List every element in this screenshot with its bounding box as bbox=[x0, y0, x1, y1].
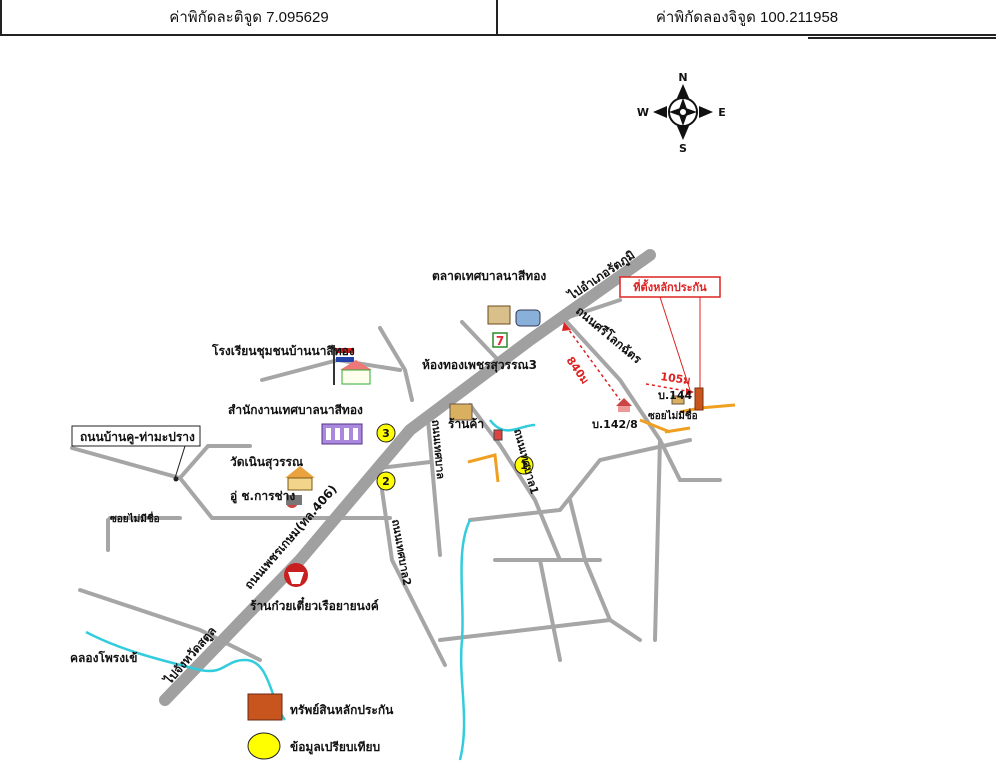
legend-collateral-label: ทรัพย์สินหลักประกัน bbox=[290, 703, 394, 717]
road-branch-label-box bbox=[71, 425, 201, 447]
longitude-cell: ค่าพิกัดลองจิจูด 100.211958 bbox=[498, 0, 996, 36]
temple-icon bbox=[285, 466, 315, 491]
distance-105-label: 105ม bbox=[660, 370, 692, 387]
table-border-extension bbox=[808, 37, 996, 39]
market-label: ตลาดเทศบาลนาสีทอง bbox=[432, 269, 546, 283]
gold-shop-label: ห้องทองเพชรสุวรรณ3 bbox=[422, 358, 537, 373]
road-branch-leader bbox=[174, 445, 186, 479]
noodle-shop-icon bbox=[284, 563, 308, 587]
road-sri-label: ถนนศรีโลกฉัตร bbox=[573, 303, 645, 367]
collateral-location-label: ที่ตั้งหลักประกัน bbox=[633, 279, 707, 294]
road-network bbox=[70, 298, 722, 667]
gold-shop-icon bbox=[449, 403, 473, 421]
compass-icon bbox=[653, 84, 713, 140]
marker-2-label: 2 bbox=[382, 475, 390, 488]
shop-icon bbox=[493, 429, 503, 441]
noodle-shop-label: ร้านก๋วยเตี๋ยวเรือยายนงค์ bbox=[250, 596, 379, 613]
seven-eleven-icon: 7 bbox=[492, 332, 508, 348]
legend-comparison-label: ข้อมูลเปรียบเทียบ bbox=[290, 740, 380, 755]
house-142-label: บ.142/8 bbox=[592, 418, 638, 431]
marker-3-label: 3 bbox=[382, 427, 390, 440]
compass-south: S bbox=[679, 142, 687, 155]
compass-west: W bbox=[637, 106, 649, 119]
canal-label: คลองโพรงเข้ bbox=[70, 650, 137, 665]
school-icon bbox=[333, 345, 372, 385]
compass-north: N bbox=[678, 71, 687, 84]
shop-label: ร้านค้า bbox=[448, 417, 484, 431]
collateral-callout-box bbox=[619, 276, 721, 298]
latitude-cell: ค่าพิกัดละติจูด 7.095629 bbox=[0, 0, 498, 36]
municipal-office-icon bbox=[321, 423, 363, 445]
soi-left-label: ซอยไม่มีชื่อ bbox=[110, 511, 160, 525]
arrow-head-icon bbox=[686, 388, 694, 396]
callout-leader bbox=[659, 296, 701, 391]
svg-text:7: 7 bbox=[496, 334, 504, 348]
distance-arrows bbox=[565, 325, 693, 401]
garage-icon bbox=[286, 495, 302, 508]
market-icon bbox=[487, 305, 541, 327]
road-branch-label: ถนนบ้านคู-ท่ามะปราง bbox=[80, 430, 195, 445]
soi-right-label: ซอยไม่มีชื่อ bbox=[648, 408, 698, 422]
house-144-label: บ.144 bbox=[658, 389, 692, 402]
comparison-marker-3 bbox=[376, 423, 396, 443]
road-branch-dot bbox=[173, 476, 179, 482]
legend-comparison-swatch bbox=[247, 732, 281, 760]
wat-label: วัดเนินสุวรรณ bbox=[230, 455, 303, 470]
municipal-office-label: สำนักงานเทศบาลนาสีทอง bbox=[228, 403, 363, 417]
house-144-icon bbox=[671, 395, 685, 405]
road-a-label: ถนนเทศบาล bbox=[429, 419, 447, 480]
compass-east: E bbox=[718, 106, 726, 119]
school-label: โรงเรียนชุมชนบ้านนาสีทอง bbox=[211, 343, 355, 359]
comparison-marker-2 bbox=[376, 471, 396, 491]
main-road bbox=[159, 249, 656, 706]
house-142-icon bbox=[616, 398, 632, 412]
collateral-marker bbox=[694, 387, 704, 411]
canal-lines bbox=[85, 419, 536, 761]
comparison-marker-1 bbox=[514, 455, 534, 475]
coordinate-table: ค่าพิกัดละติจูด 7.095629 ค่าพิกัดลองจิจู… bbox=[0, 0, 996, 38]
garage-label: อู่ ช.การช่าง bbox=[230, 489, 295, 504]
soi-segments bbox=[467, 403, 736, 483]
arrow-head-icon bbox=[562, 322, 571, 331]
legend-collateral-swatch bbox=[247, 693, 283, 721]
distance-840-label: 840ม bbox=[564, 354, 592, 386]
marker-1-label: 1 bbox=[520, 459, 528, 472]
